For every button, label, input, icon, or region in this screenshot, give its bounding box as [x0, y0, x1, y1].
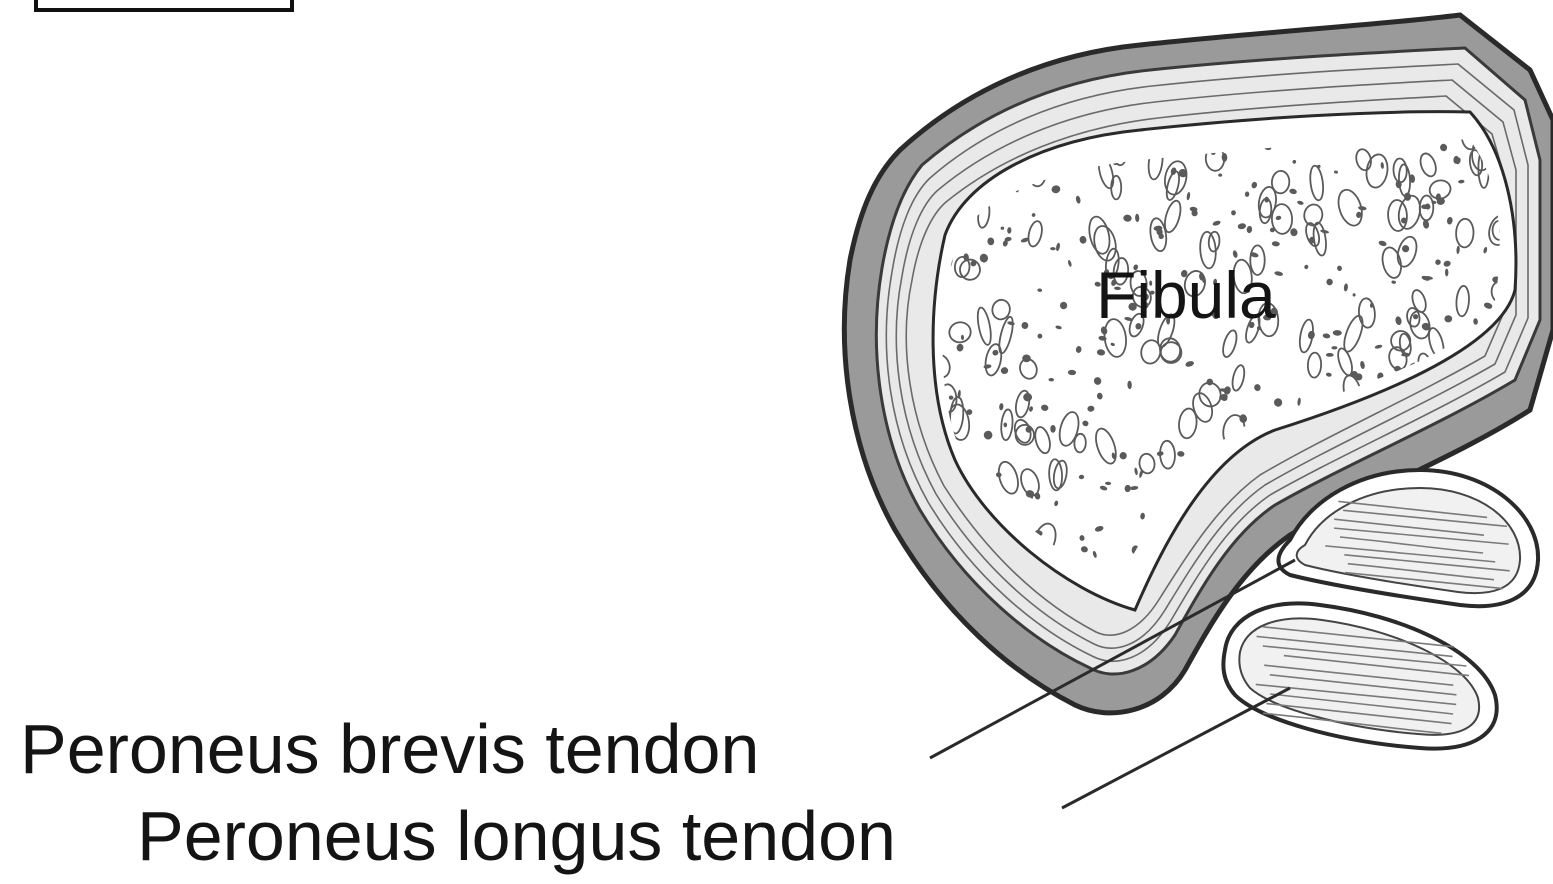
fibula-label: Fibula: [1096, 262, 1276, 328]
marrow-speck: [1050, 425, 1055, 433]
marrow-speck: [1344, 594, 1352, 598]
marrow-speck: [1465, 445, 1484, 474]
marrow-speck: [1462, 454, 1470, 464]
marrow-speck: [1470, 448, 1491, 481]
marrow-speck: [1285, 585, 1294, 593]
marrow-speck: [1265, 576, 1270, 585]
marrow-speck: [1265, 197, 1269, 203]
marrow-speck: [1300, 584, 1305, 590]
marrow-speck: [1445, 269, 1448, 277]
peroneus-longus-label: Peroneus longus tendon: [137, 801, 896, 871]
marrow-speck: [1483, 450, 1513, 490]
marrow-speck: [1339, 592, 1347, 600]
peroneus-longus-tendon: [1223, 603, 1496, 748]
peroneus-brevis-label: Peroneus brevis tendon: [20, 714, 759, 784]
